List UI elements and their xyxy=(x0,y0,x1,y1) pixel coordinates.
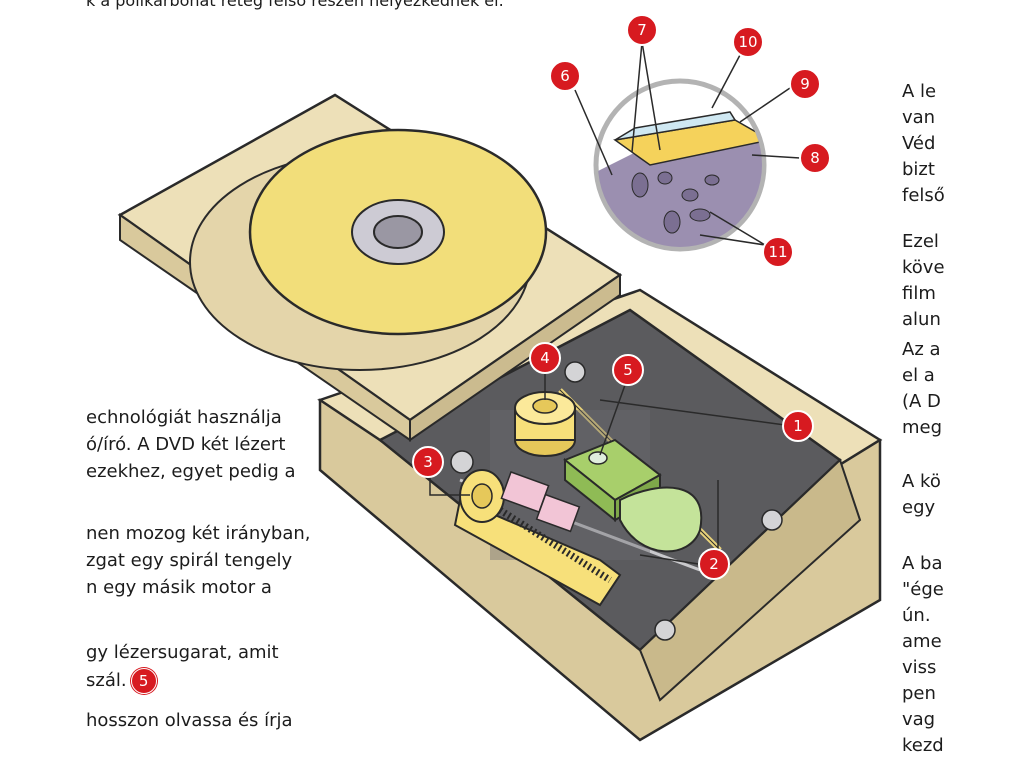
svg-text:11: 11 xyxy=(768,243,787,261)
spindle-motor xyxy=(514,391,576,457)
right-text-line: kezd xyxy=(902,735,944,756)
top-text-fragment: k a polikarbonát réteg felső részén hely… xyxy=(86,0,504,10)
right-text-line: egy xyxy=(902,497,936,518)
callout-1: 1 xyxy=(782,410,814,442)
right-text-line: pen xyxy=(902,683,936,704)
svg-text:5: 5 xyxy=(623,361,633,379)
left-text-line: ezekhez, egyet pedig a xyxy=(86,461,296,482)
right-text-line: meg xyxy=(902,417,943,438)
callout-3: 3 xyxy=(412,446,444,478)
callout-8: 8 xyxy=(799,142,831,174)
callout-9: 9 xyxy=(789,68,821,100)
dvd-disc xyxy=(248,128,548,336)
svg-text:6: 6 xyxy=(560,67,570,85)
right-text-line: film xyxy=(902,283,936,304)
right-text-line: Ezel xyxy=(902,231,939,252)
left-text-line: szál. xyxy=(86,670,127,691)
right-text-line: van xyxy=(902,107,936,128)
right-text-line: viss xyxy=(902,657,937,678)
inline-callout-marker: 5 xyxy=(130,668,157,694)
right-text-line: "ége xyxy=(902,579,944,600)
callout-10: 10 xyxy=(732,26,764,58)
callout-6: 6 xyxy=(549,60,581,92)
right-text-line: bizt xyxy=(902,159,935,180)
svg-text:2: 2 xyxy=(709,555,719,573)
right-text-line: A le xyxy=(902,81,937,102)
left-text-line-with-marker: szál.5 xyxy=(86,668,157,694)
right-text-line: alun xyxy=(902,309,941,330)
right-text-line: (A D xyxy=(902,391,941,412)
right-text-line: felső xyxy=(902,185,945,206)
svg-text:1: 1 xyxy=(793,417,803,435)
callout-2: 2 xyxy=(698,548,730,580)
right-text-line: köve xyxy=(902,257,945,278)
left-text-line: zgat egy spirál tengely xyxy=(86,550,293,571)
right-text-line: ame xyxy=(902,631,942,652)
callout-7: 7 xyxy=(626,14,658,46)
callout-4: 4 xyxy=(529,342,561,374)
callout-5: 5 xyxy=(612,354,644,386)
left-text-line: gy lézersugarat, amit xyxy=(86,642,279,663)
right-text-line: A ba xyxy=(902,553,943,574)
svg-text:4: 4 xyxy=(540,349,550,367)
right-text-line: A kö xyxy=(902,471,941,492)
left-text-line: nen mozog két irányban, xyxy=(86,523,311,544)
right-text-line: ún. xyxy=(902,605,931,626)
magnified-disc-layers xyxy=(593,78,767,252)
svg-text:10: 10 xyxy=(738,33,757,51)
right-text-line: Véd xyxy=(902,133,936,154)
right-text-line: Az a xyxy=(902,339,941,360)
leader-lines xyxy=(429,41,801,566)
screw-bosses xyxy=(450,361,783,641)
right-text-line: el a xyxy=(902,365,935,386)
svg-text:7: 7 xyxy=(637,21,647,39)
callout-11: 11 xyxy=(762,236,794,268)
left-text-line: n egy másik motor a xyxy=(86,577,272,598)
svg-text:3: 3 xyxy=(423,453,433,471)
svg-text:9: 9 xyxy=(800,75,810,93)
right-text-line: vag xyxy=(902,709,936,730)
left-text-line: hosszon olvassa és írja xyxy=(86,710,293,731)
svg-text:8: 8 xyxy=(810,149,820,167)
left-text-line: echnológiát használja xyxy=(86,407,282,428)
left-text-line: ó/író. A DVD két lézert xyxy=(86,434,286,455)
sled-motor-worm-gear xyxy=(453,469,622,607)
laser-pickup-head xyxy=(563,438,703,553)
